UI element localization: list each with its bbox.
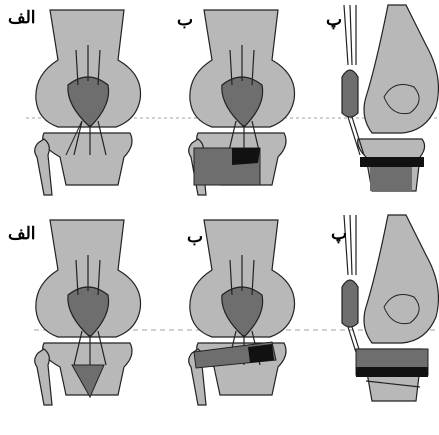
bottom-panel-p	[342, 215, 438, 401]
label-top-a: الف	[8, 10, 36, 27]
bottom-panel-a	[35, 220, 141, 405]
label-bottom-b: ب	[187, 229, 203, 246]
label-bottom-p: پ	[331, 226, 347, 243]
top-panel-p	[342, 5, 438, 191]
top-panel-a	[35, 10, 141, 195]
top-panel-b	[189, 10, 295, 195]
label-top-p: پ	[326, 12, 342, 29]
label-top-b: ب	[177, 12, 193, 29]
label-bottom-a: الف	[8, 226, 36, 243]
bottom-panel-b	[189, 220, 295, 405]
